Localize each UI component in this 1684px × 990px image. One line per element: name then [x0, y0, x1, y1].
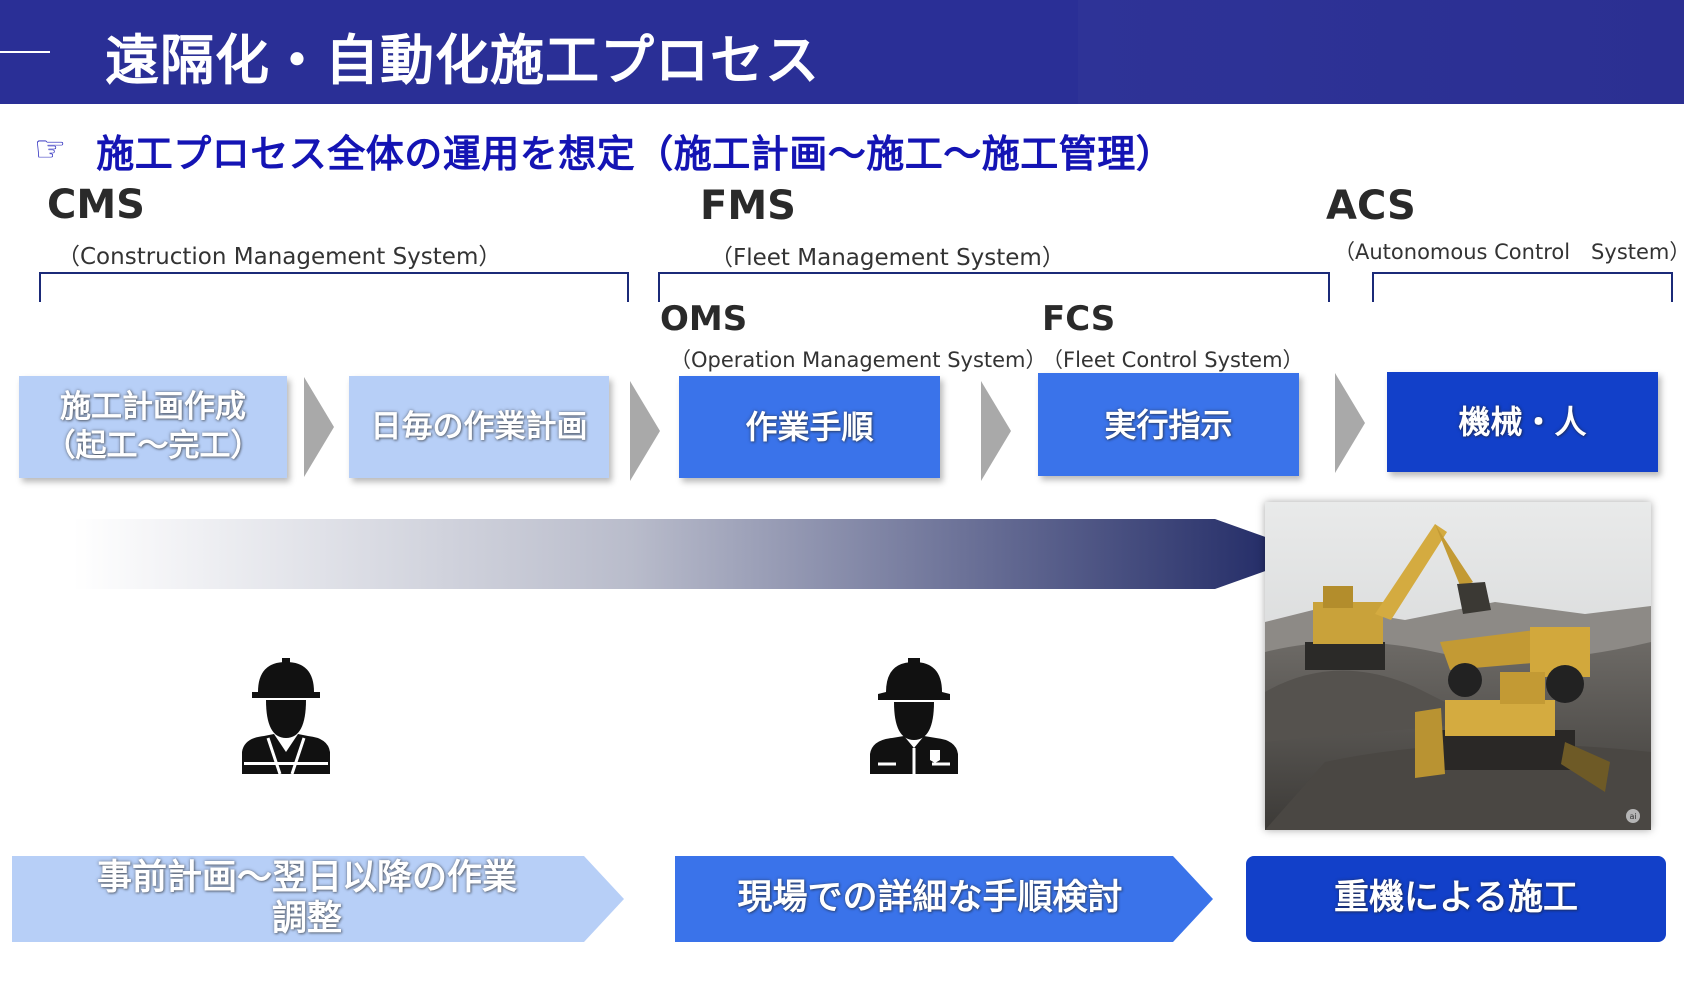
cms-fullname: （Construction Management System）	[57, 244, 502, 270]
step-work-procedure: 作業手順	[679, 376, 940, 478]
cms-bracket	[39, 272, 629, 302]
oms-fullname: （Operation Management System）	[670, 348, 1047, 372]
subtitle-row: ☞ 施工プロセス全体の運用を想定（施工計画～施工～施工管理）	[34, 120, 1174, 180]
site-procedure-band: 現場での詳細な手順検討	[737, 878, 1123, 919]
step-machines-people: 機械・人	[1387, 372, 1658, 472]
fms-fullname: （Fleet Management System）	[710, 245, 1065, 271]
page-title: 遠隔化・自動化施工プロセス	[105, 29, 820, 92]
advance-planning-line1: 事前計画～翌日以降の作業	[96, 857, 517, 898]
progress-gradient-arrow	[73, 519, 1313, 589]
chevron-arrow-icon	[981, 381, 1011, 481]
step-work-procedure-label: 作業手順	[745, 408, 874, 446]
system-label-acs: ACS （Autonomous Control System）	[1326, 186, 1684, 266]
step-construction-plan: 施工計画作成 （起工～完工）	[19, 376, 287, 478]
acs-bracket	[1372, 272, 1673, 302]
system-label-cms: CMS （Construction Management System）	[47, 185, 501, 271]
heavy-machinery-band: 重機による施工	[1334, 878, 1578, 919]
pointing-hand-icon: ☞	[34, 129, 67, 170]
site-worker-icon	[242, 658, 330, 775]
advance-planning-band: 事前計画～翌日以降の作業 調整	[12, 856, 602, 942]
step-machines-people-label: 機械・人	[1458, 403, 1587, 441]
acs-abbr: ACS	[1326, 183, 1416, 229]
step-construction-plan-line1: 施工計画作成	[60, 389, 246, 426]
system-label-oms: OMS （Operation Management System）	[660, 302, 1047, 374]
fms-abbr: FMS	[700, 183, 796, 229]
step-construction-plan-line2: （起工～完工）	[44, 428, 262, 464]
system-label-fcs: FCS （Fleet Control System）	[1042, 302, 1304, 374]
plan-band-shape	[12, 856, 624, 942]
chevron-arrow-icon	[630, 381, 660, 481]
step-daily-plan: 日毎の作業計画	[349, 376, 609, 478]
oms-abbr: OMS	[660, 299, 748, 339]
cms-abbr: CMS	[47, 182, 145, 228]
site-band-shape	[675, 856, 1213, 942]
step-execution-order-label: 実行指示	[1104, 405, 1233, 444]
step-daily-plan-label: 日毎の作業計画	[370, 408, 588, 445]
step-execution-order: 実行指示	[1038, 373, 1299, 476]
advance-planning-line2: 調整	[271, 899, 342, 939]
title-bar: 遠隔化・自動化施工プロセス	[0, 0, 1684, 104]
ai-badge-label: ai	[1629, 812, 1636, 821]
system-label-fms: FMS （Fleet Management System）	[700, 186, 1065, 272]
chevron-arrow-icon	[304, 377, 334, 477]
fcs-abbr: FCS	[1042, 299, 1116, 339]
site-supervisor-icon	[870, 658, 958, 774]
ai-badge	[1626, 809, 1640, 823]
heavy-machinery-photo: ai	[1265, 502, 1651, 830]
fcs-fullname: （Fleet Control System）	[1042, 348, 1304, 372]
acs-fullname: （Autonomous Control System）	[1334, 240, 1684, 264]
fms-bracket	[658, 272, 1330, 302]
construction-band-shape	[1246, 856, 1666, 942]
subtitle-text: 施工プロセス全体の運用を想定（施工計画～施工～施工管理）	[96, 131, 1175, 176]
chevron-arrow-icon	[1335, 373, 1365, 473]
title-accent-line	[0, 51, 50, 53]
